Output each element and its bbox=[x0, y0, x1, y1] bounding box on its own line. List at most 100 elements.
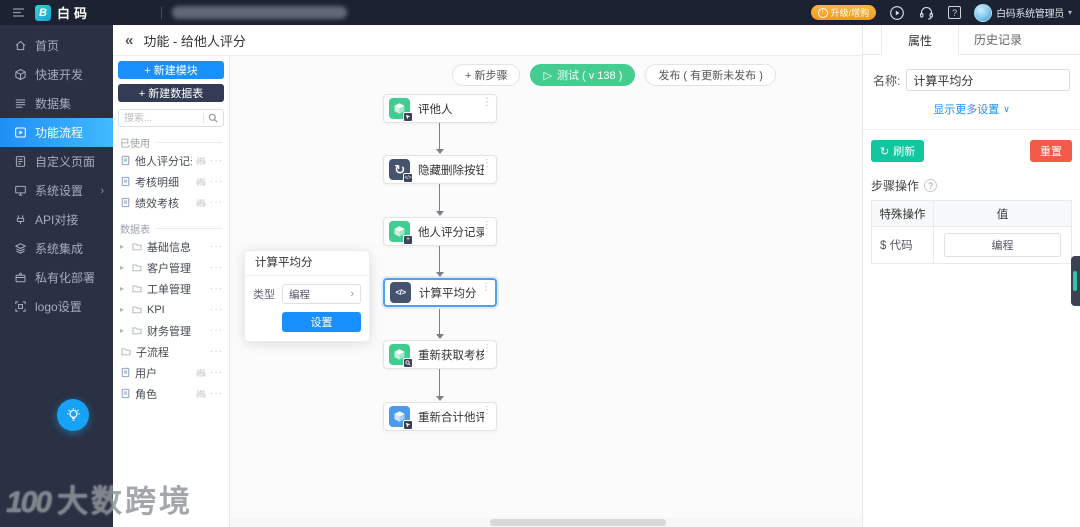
new-table-button[interactable]: + 新建数据表 bbox=[118, 84, 224, 102]
folder-label: 财务管理 bbox=[147, 325, 191, 338]
node-label: 重新获取考核... bbox=[418, 349, 484, 362]
more-icon[interactable]: ··· bbox=[210, 197, 223, 208]
sidebar-item-api[interactable]: API对接 bbox=[0, 205, 113, 234]
used-item-rating-record[interactable]: 他人评分记录 ··· bbox=[113, 150, 229, 171]
user-name: 白码系统管理员 bbox=[996, 9, 1064, 20]
folder-item-basic-info[interactable]: ▸ 基础信息 ··· bbox=[113, 236, 229, 257]
list-item-label: 绩效考核 bbox=[135, 197, 179, 210]
refresh-button[interactable]: ↻ 刷新 bbox=[871, 140, 925, 162]
node-label: 评他人 bbox=[418, 103, 453, 116]
folder-label: 子流程 bbox=[136, 346, 169, 359]
divider bbox=[863, 129, 1080, 130]
folder-item-subflow[interactable]: 子流程 ··· bbox=[113, 341, 229, 362]
type-select[interactable]: 编程 › bbox=[282, 284, 361, 304]
leaf-item-users[interactable]: 用户 ··· bbox=[113, 362, 229, 383]
caret-right-icon[interactable]: ▸ bbox=[120, 242, 125, 251]
node-menu-icon[interactable]: ⋮ bbox=[482, 97, 492, 108]
avatar bbox=[974, 3, 993, 22]
sidebar-item-quick-dev[interactable]: 快速开发 bbox=[0, 60, 113, 89]
more-icon[interactable]: ··· bbox=[210, 304, 223, 315]
menu-icon[interactable] bbox=[12, 6, 25, 19]
flow-node-rating-record[interactable]: + 他人评分记录 ⋮ bbox=[383, 217, 497, 246]
tab-history[interactable]: 历史记录 bbox=[973, 33, 1022, 47]
tab-properties[interactable]: 属性 bbox=[881, 25, 959, 55]
document-icon bbox=[120, 176, 131, 187]
sidebar-item-dataset[interactable]: 数据集 bbox=[0, 89, 113, 118]
caret-right-icon[interactable]: ▸ bbox=[120, 284, 125, 293]
more-icon[interactable]: ··· bbox=[210, 262, 223, 273]
more-icon[interactable]: ··· bbox=[210, 283, 223, 294]
more-icon[interactable]: ··· bbox=[210, 176, 223, 187]
publish-button[interactable]: 发布 ( 有更新未发布 ) bbox=[645, 64, 776, 86]
page-title: 功能 - 给他人评分 bbox=[143, 33, 246, 49]
more-icon[interactable]: ··· bbox=[210, 388, 223, 399]
more-icon[interactable]: ··· bbox=[210, 367, 223, 378]
user-menu[interactable]: 白码系统管理员 ▾ bbox=[974, 3, 1072, 22]
play-circle-icon[interactable] bbox=[889, 5, 905, 21]
list-item-label: 角色 bbox=[135, 388, 157, 401]
folder-icon bbox=[131, 304, 143, 315]
sidebar-item-integration[interactable]: 系统集成 bbox=[0, 234, 113, 263]
sidebar-item-logo-settings[interactable]: logo设置 bbox=[0, 292, 113, 321]
flow-node-refetch-assessment[interactable]: 重新获取考核... ⋮ bbox=[383, 340, 497, 369]
info-icon[interactable]: ? bbox=[924, 179, 938, 192]
used-item-assess-detail[interactable]: 考核明细 ··· bbox=[113, 171, 229, 192]
folder-item-workorder[interactable]: ▸ 工单管理 ··· bbox=[113, 278, 229, 299]
horizontal-scrollbar-track[interactable] bbox=[230, 517, 862, 527]
upgrade-badge[interactable]: ↑ 升级/增购 bbox=[810, 5, 877, 20]
step-ops-table: 特殊操作 值 $ 代码 编程 bbox=[871, 200, 1072, 264]
used-item-performance[interactable]: 绩效考核 ··· bbox=[113, 192, 229, 213]
settings-button[interactable]: 设置 bbox=[282, 312, 361, 332]
search-input[interactable] bbox=[124, 112, 200, 124]
caret-right-icon[interactable]: ▸ bbox=[120, 305, 125, 314]
flow-node-calc-average[interactable]: </> 计算平均分 ⋮ bbox=[383, 278, 497, 307]
back-icon[interactable]: « bbox=[125, 31, 134, 49]
caret-right-icon[interactable]: ▸ bbox=[120, 263, 125, 272]
node-menu-icon[interactable]: ⋮ bbox=[482, 405, 492, 416]
sidebar-item-private-deploy[interactable]: 私有化部署 bbox=[0, 263, 113, 292]
tune-icon[interactable] bbox=[196, 156, 206, 166]
hint-lightbulb-button[interactable] bbox=[57, 399, 89, 431]
flow-canvas[interactable]: + 新步骤 ▷ 测试 ( v 138 ) 发布 ( 有更新未发布 ) 评他人 ⋮… bbox=[230, 56, 862, 527]
sidebar-item-system-settings[interactable]: 系统设置 › bbox=[0, 176, 113, 205]
tune-icon[interactable] bbox=[196, 389, 206, 399]
sidebar-item-custom-page[interactable]: 自定义页面 bbox=[0, 147, 113, 176]
node-menu-icon[interactable]: ⋮ bbox=[482, 158, 492, 169]
folder-item-kpi[interactable]: ▸ KPI ··· bbox=[113, 299, 229, 320]
name-input[interactable] bbox=[906, 69, 1070, 91]
headset-support-icon[interactable] bbox=[918, 5, 935, 21]
new-step-button[interactable]: + 新步骤 bbox=[452, 64, 521, 86]
folder-item-finance[interactable]: ▸ 财务管理 ··· bbox=[113, 320, 229, 341]
node-menu-icon[interactable]: ⋮ bbox=[482, 343, 492, 354]
caret-right-icon[interactable]: ▸ bbox=[120, 326, 125, 335]
section-used: 已使用 bbox=[120, 135, 222, 150]
reset-button[interactable]: 重置 bbox=[1030, 140, 1072, 162]
new-module-button[interactable]: + 新建模块 bbox=[118, 61, 224, 79]
flow-node-recalc-peer[interactable]: 重新合计他评... ⋮ bbox=[383, 402, 497, 431]
flow-node-hide-delete[interactable]: ↻ </> 隐藏删除按钮 ⋮ bbox=[383, 155, 497, 184]
sidebar-item-function-flow[interactable]: 功能流程 bbox=[0, 118, 113, 147]
leaf-item-roles[interactable]: 角色 ··· bbox=[113, 383, 229, 404]
horizontal-scrollbar-thumb[interactable] bbox=[490, 519, 666, 526]
tune-icon[interactable] bbox=[196, 198, 206, 208]
more-icon[interactable]: ··· bbox=[210, 346, 223, 357]
right-panel-handle[interactable] bbox=[1071, 256, 1080, 306]
brand-logo[interactable]: B 白码 bbox=[35, 3, 91, 22]
tune-icon[interactable] bbox=[196, 177, 206, 187]
flow-node-rate-others[interactable]: 评他人 ⋮ bbox=[383, 94, 497, 123]
sidebar-item-label: 自定义页面 bbox=[35, 155, 96, 169]
test-button[interactable]: ▷ 测试 ( v 138 ) bbox=[530, 64, 636, 86]
tune-icon[interactable] bbox=[196, 368, 206, 378]
sidebar-item-home[interactable]: 首页 bbox=[0, 31, 113, 60]
node-menu-icon[interactable]: ⋮ bbox=[481, 282, 491, 293]
search-icon[interactable] bbox=[208, 113, 218, 123]
help-icon[interactable]: ? bbox=[948, 6, 962, 19]
more-settings-link[interactable]: 显示更多设置 ∨ bbox=[933, 103, 1010, 117]
more-icon[interactable]: ··· bbox=[210, 241, 223, 252]
more-icon[interactable]: ··· bbox=[210, 155, 223, 166]
folder-item-customer[interactable]: ▸ 客户管理 ··· bbox=[113, 257, 229, 278]
node-menu-icon[interactable]: ⋮ bbox=[482, 220, 492, 231]
code-value-button[interactable]: 编程 bbox=[943, 233, 1062, 257]
more-icon[interactable]: ··· bbox=[210, 325, 223, 336]
popover-title: 计算平均分 bbox=[245, 251, 369, 276]
